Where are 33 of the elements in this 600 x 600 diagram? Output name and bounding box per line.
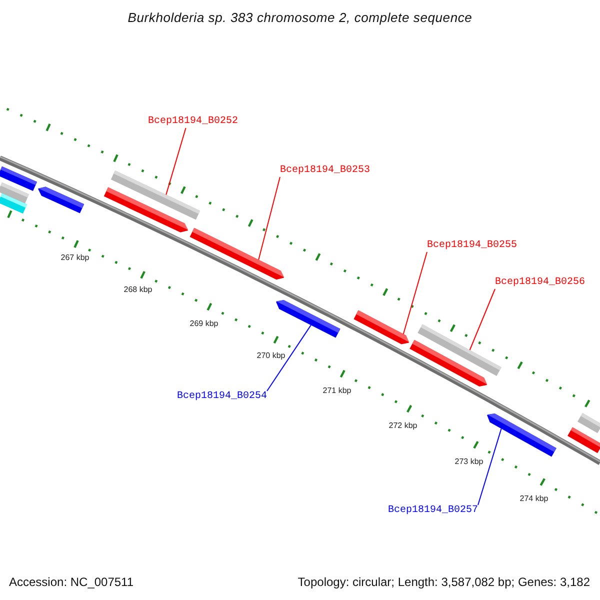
gene-feature [354, 310, 410, 344]
scale-label: 267 kbp [60, 253, 90, 263]
gene-label: Bcep18194_B0252 [148, 116, 238, 128]
leader-line [166, 128, 186, 196]
gene-feature [578, 413, 600, 434]
leader-line [266, 324, 312, 392]
scale-label: 268 kbp [124, 285, 152, 295]
scale-label: 269 kbp [190, 319, 218, 329]
scale-label: 274 kbp [520, 494, 548, 504]
gene-feature [410, 340, 488, 386]
accession-text: Accession: NC_007511 [9, 575, 134, 589]
gene-label: Bcep18194_B0253 [280, 165, 370, 177]
leader-line [478, 428, 502, 506]
gene-label: Bcep18194_B0254 [177, 391, 268, 403]
leader-line [258, 176, 280, 260]
gene-feature [568, 427, 600, 454]
gene-feature [190, 228, 284, 280]
gene-label: Bcep18194_B0256 [495, 277, 586, 289]
gene-feature [276, 300, 340, 338]
gene-label: Bcep18194_B0255 [427, 240, 518, 252]
scale-label: 272 kbp [388, 421, 418, 431]
gene-feature [487, 414, 556, 457]
leader-line [469, 288, 496, 350]
gene-feature [38, 186, 84, 214]
scale-label: 270 kbp [256, 351, 286, 361]
leader-line [402, 252, 428, 334]
gene-feature [104, 187, 188, 232]
title: Burkholderia sp. 383 chromosome 2, complete sequence [128, 10, 472, 25]
scale-label: 271 kbp [322, 386, 352, 396]
scale-label: 273 kbp [454, 457, 484, 467]
gene-feature [0, 193, 27, 214]
gene-label: Bcep18194_B0257 [388, 505, 478, 517]
genome-info-text: Topology: circular; Length: 3,587,082 bp; Genes: 3,182 [298, 575, 590, 589]
